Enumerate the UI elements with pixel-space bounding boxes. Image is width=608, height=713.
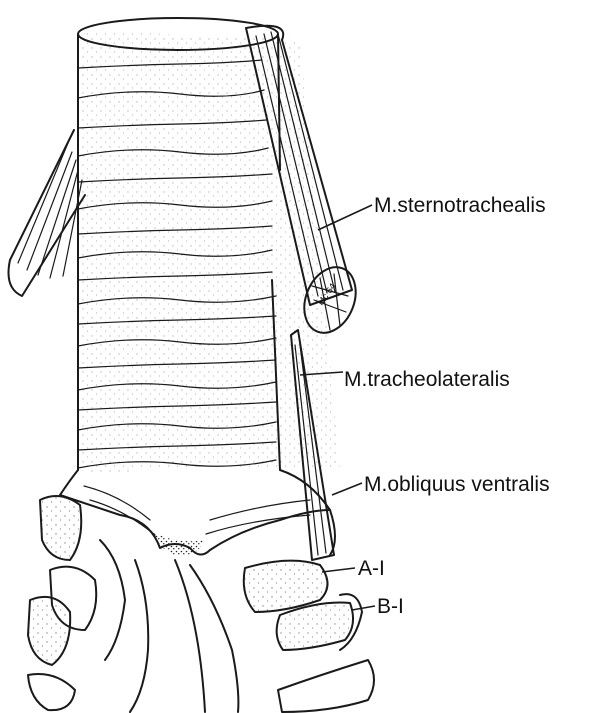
label-tracheolateralis: M.tracheolateralis <box>344 368 510 391</box>
syrinx-box <box>60 470 335 556</box>
label-b1: B-I <box>377 595 404 618</box>
right-bronchus <box>175 560 374 712</box>
label-sternotrachealis: M.sternotrachealis <box>374 194 546 217</box>
left-bronchus <box>28 496 148 712</box>
trachea-tube <box>78 18 340 473</box>
left-sternotrachealis-muscle <box>9 130 86 296</box>
label-a1: A-I <box>358 557 385 580</box>
label-obliquus-ventralis: M.obliquus ventralis <box>364 473 550 496</box>
